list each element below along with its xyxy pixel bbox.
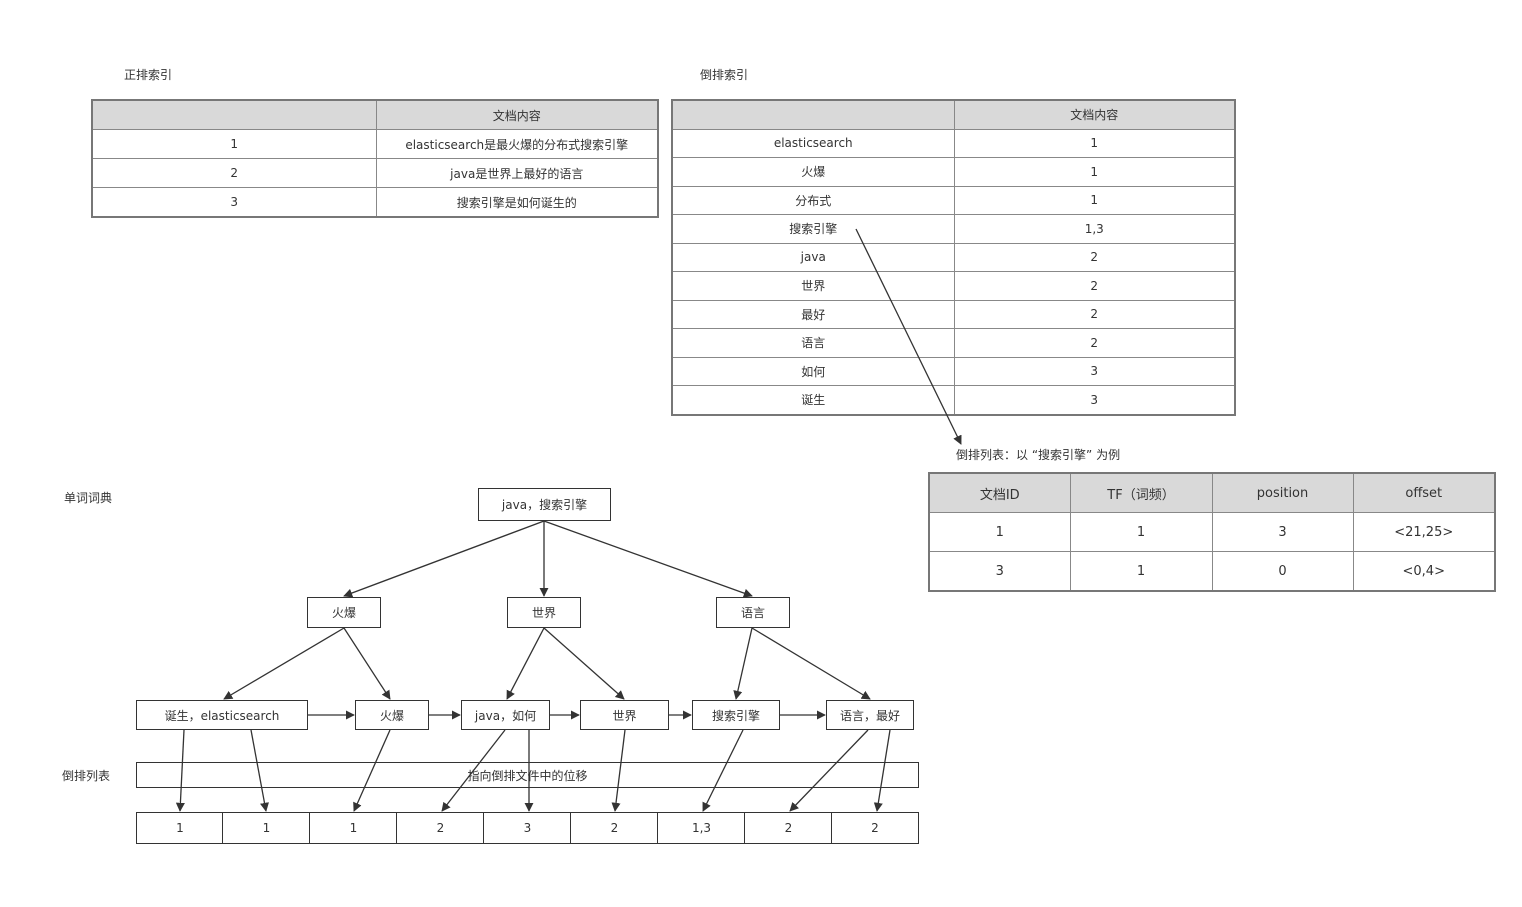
dictionary-root-node: java，搜索引擎	[478, 488, 611, 521]
posting-cell: 1	[1069, 512, 1213, 552]
dictionary-internal-node: 世界	[507, 597, 581, 628]
doc-ids-cell: 1	[953, 185, 1236, 215]
term-cell: 世界	[671, 271, 955, 301]
inverted-index-title: 倒排索引	[700, 68, 749, 82]
forward-header-content: 文档内容	[375, 99, 659, 130]
tree-edge-arrow	[733, 627, 753, 700]
dictionary-leaf-node: java，如何	[461, 700, 550, 730]
tree-edge-arrow	[751, 627, 871, 700]
dictionary-title: 单词词典	[64, 491, 113, 505]
forward-cell: 1	[91, 129, 377, 159]
posting-cell-box: 1	[309, 812, 398, 844]
posting-header-tf: TF（词频）	[1069, 472, 1213, 513]
table-row: 1 1 3 <21,25>	[928, 512, 1496, 552]
term-cell: 分布式	[671, 185, 955, 215]
inverted-header-content: 文档内容	[953, 99, 1236, 130]
doc-ids-cell: 2	[953, 328, 1236, 358]
term-cell: 语言	[671, 328, 955, 358]
tree-edge-arrow	[543, 520, 753, 598]
tree-edge-arrow	[543, 627, 625, 700]
forward-cell: 2	[91, 158, 377, 188]
term-cell: 如何	[671, 356, 955, 386]
posting-cell: 3	[1211, 512, 1354, 552]
posting-header-position: position	[1211, 472, 1354, 513]
posting-cell-box: 1	[222, 812, 311, 844]
tree-edge-arrow	[223, 627, 345, 700]
posting-list-title: 倒排列表：以 “搜索引擎” 为例	[956, 448, 1121, 462]
posting-header-offset: offset	[1352, 472, 1496, 513]
dictionary-leaf-node: 火爆	[355, 700, 429, 730]
forward-cell: elasticsearch是最火爆的分布式搜索引擎	[375, 129, 659, 159]
posting-cell: 3	[928, 551, 1071, 592]
posting-cell-box: 2	[570, 812, 659, 844]
dictionary-leaf-node: 语言，最好	[826, 700, 914, 730]
doc-ids-cell: 3	[953, 385, 1236, 415]
posting-offset-bar: 指向倒排文件中的位移	[136, 762, 919, 788]
dictionary-leaf-node: 世界	[580, 700, 669, 730]
term-cell: 诞生	[671, 385, 955, 415]
posting-bar-title: 倒排列表	[62, 769, 111, 783]
posting-cell-box: 2	[744, 812, 833, 844]
tree-edge-arrow	[343, 520, 545, 598]
dictionary-internal-node: 语言	[716, 597, 790, 628]
doc-ids-cell: 1	[953, 128, 1236, 158]
inverted-header-term	[671, 99, 955, 130]
posting-cell-box: 2	[396, 812, 485, 844]
table-row: 2 java是世界上最好的语言	[91, 158, 659, 188]
forward-cell: 搜索引擎是如何诞生的	[375, 187, 659, 218]
term-cell: elasticsearch	[671, 128, 955, 158]
forward-header-id	[91, 99, 377, 130]
posting-cell-box: 2	[831, 812, 919, 844]
dictionary-leaf-node: 诞生，elasticsearch	[136, 700, 308, 730]
posting-cell: 0	[1211, 551, 1354, 592]
doc-ids-cell: 2	[953, 299, 1236, 329]
posting-cell-box: 3	[483, 812, 572, 844]
forward-index-table: 文档内容 1 elasticsearch是最火爆的分布式搜索引擎 2 java是…	[91, 99, 659, 218]
posting-cell: <0,4>	[1352, 551, 1496, 592]
term-cell: 最好	[671, 299, 955, 329]
posting-cell-box: 1,3	[657, 812, 746, 844]
doc-ids-cell: 2	[953, 242, 1236, 272]
posting-cell: 1	[928, 512, 1071, 552]
dictionary-internal-node: 火爆	[307, 597, 381, 628]
table-row: 3 搜索引擎是如何诞生的	[91, 187, 659, 218]
table-row: 1 elasticsearch是最火爆的分布式搜索引擎	[91, 129, 659, 159]
term-cell: java	[671, 242, 955, 272]
doc-ids-cell: 2	[953, 271, 1236, 301]
posting-cell: <21,25>	[1352, 512, 1496, 552]
doc-ids-cell: 1,3	[953, 214, 1236, 244]
term-cell: 搜索引擎	[671, 214, 955, 244]
dictionary-leaf-node: 搜索引擎	[692, 700, 780, 730]
posting-cell: 1	[1069, 551, 1213, 592]
doc-ids-cell: 1	[953, 157, 1236, 187]
tree-edge-arrow	[506, 627, 545, 700]
posting-header-doc-id: 文档ID	[928, 472, 1071, 513]
posting-list-table: 文档ID TF（词频） position offset 1 1 3 <21,25…	[928, 472, 1496, 592]
forward-cell: 3	[91, 187, 377, 218]
forward-index-title: 正排索引	[124, 68, 173, 82]
doc-ids-cell: 3	[953, 356, 1236, 386]
table-row: 3 1 0 <0,4>	[928, 551, 1496, 592]
posting-cell-box: 1	[136, 812, 224, 844]
term-cell: 火爆	[671, 157, 955, 187]
forward-cell: java是世界上最好的语言	[375, 158, 659, 188]
tree-edge-arrow	[343, 627, 391, 700]
